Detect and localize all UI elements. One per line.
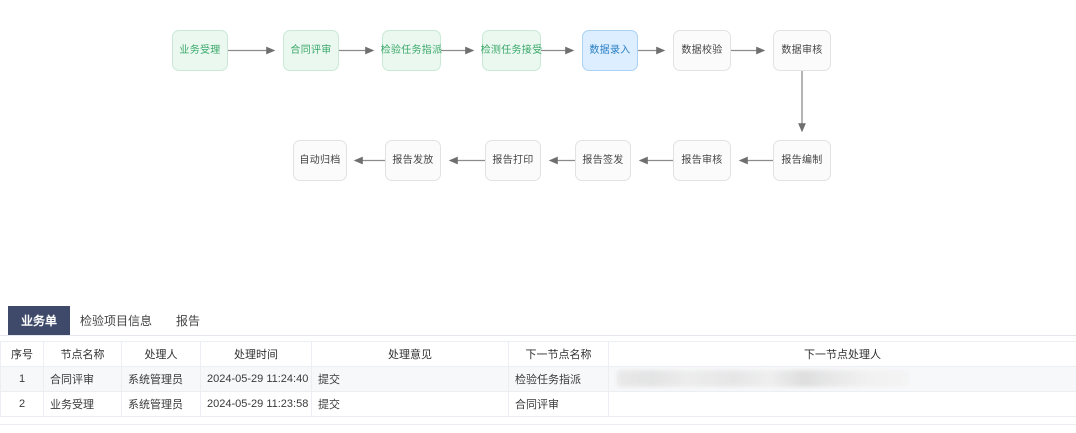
table-row[interactable]: 1 合同评审 系统管理员 2024-05-29 11:24:40 提交 检验任务… bbox=[0, 366, 1076, 392]
cell-index: 1 bbox=[0, 366, 44, 392]
flow-node-data-entry-current[interactable]: 数据录入 bbox=[582, 30, 638, 71]
column-header-next-node: 下一节点名称 bbox=[508, 341, 609, 367]
column-header-node-name: 节点名称 bbox=[43, 341, 122, 367]
flow-node-data-audit[interactable]: 数据审核 bbox=[773, 30, 831, 71]
cell-opinion: 提交 bbox=[311, 391, 509, 417]
flow-node-label: 自动归档 bbox=[299, 155, 341, 166]
table-body: 1 合同评审 系统管理员 2024-05-29 11:24:40 提交 检验任务… bbox=[0, 366, 1076, 417]
flow-node-label: 检验任务指派 bbox=[380, 45, 443, 56]
column-header-index: 序号 bbox=[0, 341, 44, 367]
redacted-block bbox=[617, 370, 909, 387]
column-header-next-handler: 下一节点处理人 bbox=[608, 341, 1076, 367]
flow-node-report-distribute[interactable]: 报告发放 bbox=[385, 140, 441, 181]
flow-node-report-compile[interactable]: 报告编制 bbox=[773, 140, 831, 181]
column-header-opinion: 处理意见 bbox=[311, 341, 509, 367]
flow-node-label: 合同评审 bbox=[290, 45, 332, 56]
flow-node-contract-review[interactable]: 合同评审 bbox=[283, 30, 339, 71]
flow-node-report-print[interactable]: 报告打印 bbox=[485, 140, 541, 181]
cell-index: 2 bbox=[0, 391, 44, 417]
cell-next-handler bbox=[608, 391, 1076, 417]
workflow-flowchart: 业务受理 合同评审 检验任务指派 检测任务接受 数据录入 数据校验 数据审核 报… bbox=[172, 30, 831, 181]
flow-node-label: 报告审核 bbox=[681, 155, 723, 166]
process-history-table: 序号 节点名称 处理人 处理时间 处理意见 下一节点名称 下一节点处理人 1 合… bbox=[0, 341, 1076, 417]
bottom-divider bbox=[0, 424, 1076, 425]
cell-handler: 系统管理员 bbox=[121, 366, 201, 392]
table-header-row: 序号 节点名称 处理人 处理时间 处理意见 下一节点名称 下一节点处理人 bbox=[0, 341, 1076, 367]
cell-handler: 系统管理员 bbox=[121, 391, 201, 417]
table-row[interactable]: 2 业务受理 系统管理员 2024-05-29 11:23:58 提交 合同评审 bbox=[0, 391, 1076, 417]
flow-node-report-issue[interactable]: 报告签发 bbox=[575, 140, 631, 181]
cell-node-name: 业务受理 bbox=[43, 391, 122, 417]
flow-node-auto-archive[interactable]: 自动归档 bbox=[293, 140, 347, 181]
flow-node-label: 数据校验 bbox=[681, 45, 723, 56]
tab-label: 报告 bbox=[175, 314, 200, 328]
cell-handle-time: 2024-05-29 11:23:58 bbox=[200, 391, 312, 417]
flow-node-label: 数据审核 bbox=[781, 45, 823, 56]
flow-node-label: 业务受理 bbox=[179, 45, 221, 56]
flow-node-label: 报告发放 bbox=[392, 155, 434, 166]
cell-handle-time: 2024-05-29 11:24:40 bbox=[200, 366, 312, 392]
cell-node-name: 合同评审 bbox=[43, 366, 122, 392]
cell-next-node: 检验任务指派 bbox=[508, 366, 609, 392]
cell-next-node: 合同评审 bbox=[508, 391, 609, 417]
column-header-handler: 处理人 bbox=[121, 341, 201, 367]
cell-opinion: 提交 bbox=[311, 366, 509, 392]
cell-next-handler bbox=[608, 366, 1076, 392]
flow-node-inspection-task-accept[interactable]: 检测任务接受 bbox=[480, 30, 543, 71]
tab-bar: 业务单 检验项目信息 报告 bbox=[0, 306, 1076, 336]
flow-node-label: 报告编制 bbox=[781, 155, 823, 166]
tab-label: 业务单 bbox=[20, 314, 57, 328]
flow-node-inspection-task-assign[interactable]: 检验任务指派 bbox=[380, 30, 443, 71]
table-header: 序号 节点名称 处理人 处理时间 处理意见 下一节点名称 下一节点处理人 bbox=[0, 341, 1076, 367]
flow-node-label: 检测任务接受 bbox=[480, 45, 543, 56]
tab-inspection-item-info[interactable]: 检验项目信息 bbox=[70, 306, 162, 335]
tab-label: 检验项目信息 bbox=[79, 314, 152, 328]
flow-node-label: 报告签发 bbox=[582, 155, 624, 166]
tab-business-order[interactable]: 业务单 bbox=[8, 306, 70, 335]
flow-node-business-acceptance[interactable]: 业务受理 bbox=[172, 30, 228, 71]
flow-node-report-audit[interactable]: 报告审核 bbox=[673, 140, 731, 181]
flow-node-data-verify[interactable]: 数据校验 bbox=[673, 30, 731, 71]
flow-node-label: 报告打印 bbox=[492, 155, 534, 166]
flow-node-label: 数据录入 bbox=[589, 45, 631, 56]
column-header-handle-time: 处理时间 bbox=[200, 341, 312, 367]
tab-report[interactable]: 报告 bbox=[162, 306, 214, 335]
